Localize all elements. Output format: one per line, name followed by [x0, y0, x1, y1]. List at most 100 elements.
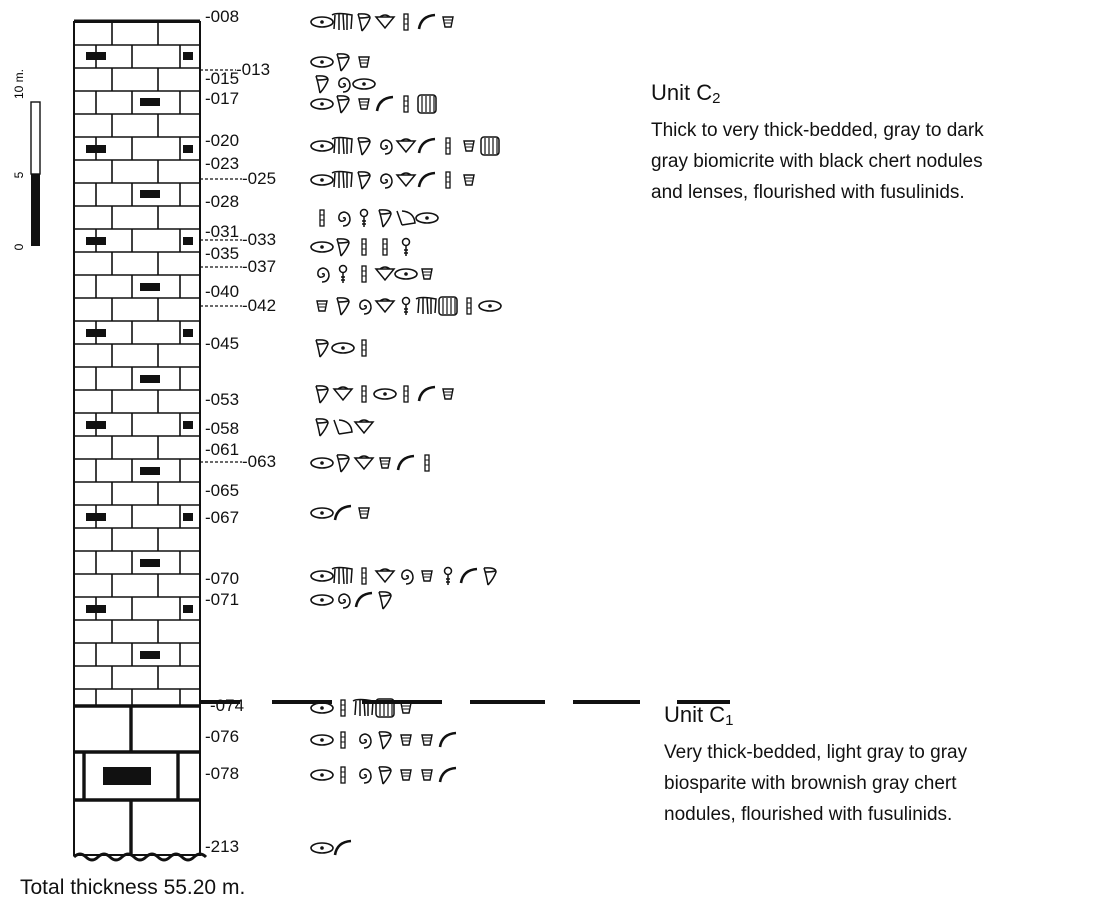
crinoid-icon [332, 568, 352, 585]
fossil-row [311, 239, 410, 257]
ammonoid-icon [339, 212, 350, 226]
brachiopod-icon [419, 173, 435, 187]
sample-label: -063 [242, 452, 276, 471]
fossil-row [311, 14, 453, 32]
gastropod-icon [337, 239, 349, 256]
ammonoid-icon [381, 174, 392, 188]
fossil-row [316, 76, 375, 93]
ostracod-icon [383, 239, 387, 255]
algae-icon [340, 266, 347, 284]
scale-tick-5: 5 [12, 171, 26, 178]
fusulinid-icon [311, 57, 333, 67]
fossil-row [311, 137, 499, 155]
unit-c1-desc-line: nodules, flourished with fusulinids. [664, 804, 952, 825]
brachiopod-icon [419, 139, 435, 153]
ostracod-icon [362, 266, 366, 282]
ostracod-icon [341, 700, 345, 716]
ostracod-icon [320, 210, 324, 226]
scale-label-units: 10 m. [12, 69, 26, 99]
sample-labels: -008-013-015-017-020-023-025-028-031-033… [200, 7, 276, 856]
bivalve-icon [376, 299, 394, 312]
coral-icon [401, 735, 411, 745]
sample-label: -040 [205, 282, 239, 301]
sample-label: -015 [205, 69, 239, 88]
sample-label: -213 [205, 837, 239, 856]
fossil-row [316, 386, 453, 403]
coral-icon [443, 389, 453, 399]
algae-icon [403, 239, 410, 257]
ammonoid-icon [339, 594, 350, 608]
ostracod-icon [446, 172, 450, 188]
column-c2-bricks [74, 22, 200, 706]
coral-icon [464, 141, 474, 151]
fossil-row [311, 841, 351, 855]
ammonoid-icon [339, 78, 350, 92]
fossil-row [311, 592, 391, 609]
fossil-row [316, 419, 373, 436]
scale-tick-0: 0 [12, 243, 26, 250]
unit-c2-desc-line: Thick to very thick-bedded, gray to dark [651, 120, 984, 141]
unit-c1-description: Very thick-bedded, light gray to gray bi… [664, 737, 1094, 830]
column-c1-blocks [74, 706, 200, 855]
ammonoid-icon [318, 268, 329, 282]
fusulinid-icon [311, 141, 333, 151]
bivalve-icon [355, 456, 373, 469]
coral-icon [401, 703, 411, 713]
ostracod-icon [362, 386, 366, 402]
sample-label: -035 [205, 244, 239, 263]
sample-label: -042 [242, 296, 276, 315]
gastropod-icon [337, 455, 349, 472]
fusulinid-icon [311, 17, 333, 27]
ostracod-icon [362, 239, 366, 255]
brachiopod-icon [356, 593, 372, 607]
gastropod-icon [379, 592, 391, 609]
ammonoid-icon [381, 140, 392, 154]
fossil-row [311, 172, 474, 190]
fossil-rows [311, 14, 501, 856]
coral-icon [422, 571, 432, 581]
sample-label: -037 [242, 257, 276, 276]
trilobite-icon [397, 211, 415, 225]
brachiopod-icon [398, 456, 414, 470]
fusulinid-icon [374, 389, 396, 399]
gastropod-icon [337, 54, 349, 71]
fusulinid-icon [311, 843, 333, 853]
ammonoid-icon [360, 300, 371, 314]
fusulinid-icon [479, 301, 501, 311]
sample-label: -045 [205, 334, 239, 353]
gastropod-icon [337, 96, 349, 113]
unit-c1-title: Unit C1 [664, 702, 1094, 729]
sample-label: -017 [205, 89, 239, 108]
sample-label: -020 [205, 131, 239, 150]
sample-label: -013 [236, 60, 270, 79]
unit-c2-title: Unit C2 [651, 80, 1091, 107]
fossil-row [311, 767, 456, 784]
crinoid-icon [332, 172, 352, 189]
ostracod-icon [362, 340, 366, 356]
fossil-row [317, 297, 501, 315]
ostracod-icon [425, 455, 429, 471]
unit-c1-block: Unit C1 Very thick-bedded, light gray to… [664, 702, 1094, 830]
unit-c1-desc-line: Very thick-bedded, light gray to gray [664, 742, 967, 763]
sample-label: -067 [205, 508, 239, 527]
sample-label: -070 [205, 569, 239, 588]
fusulinid-icon [311, 175, 333, 185]
fossil-row [311, 54, 369, 71]
coral-icon [422, 770, 432, 780]
gastropod-icon [358, 172, 370, 189]
unit-c2-description: Thick to very thick-bedded, gray to dark… [651, 115, 1091, 208]
bivalve-icon [376, 267, 394, 280]
ostracod-icon [362, 568, 366, 584]
sample-label: -071 [205, 590, 239, 609]
sample-label: -031 [205, 222, 239, 241]
coral-icon [401, 770, 411, 780]
ammonoid-icon [402, 570, 413, 584]
scale-bar-lower [31, 174, 40, 246]
bryozoan-icon [418, 95, 436, 113]
coral-icon [317, 301, 327, 311]
brachiopod-icon [440, 768, 456, 782]
coral-icon [359, 99, 369, 109]
fossil-row [318, 266, 432, 284]
bivalve-icon [376, 15, 394, 28]
bivalve-icon [355, 420, 373, 433]
